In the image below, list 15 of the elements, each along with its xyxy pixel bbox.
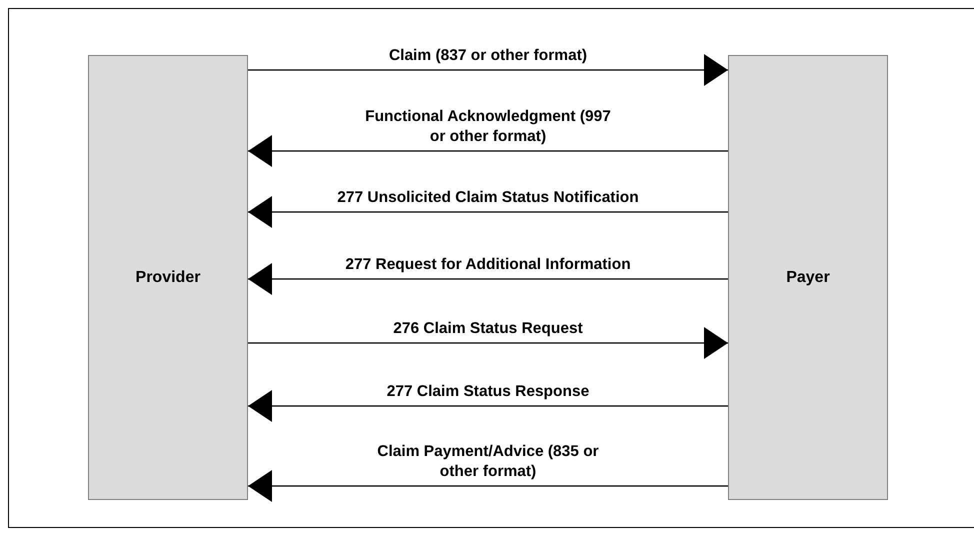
arrow (248, 470, 728, 502)
arrow (248, 327, 728, 359)
edge-label: Claim (837 or other format) (386, 46, 590, 66)
arrow (248, 196, 728, 228)
edge-label: 277 Request for Additional Information (343, 255, 633, 275)
edge-label: 277 Claim Status Response (384, 382, 592, 402)
edge-label: 276 Claim Status Request (391, 319, 585, 339)
entity-box (728, 55, 888, 500)
arrow (248, 390, 728, 422)
arrow (248, 54, 728, 86)
arrow (248, 263, 728, 295)
entity-name: Provider (136, 268, 200, 286)
entity-box (88, 55, 248, 500)
entity-name: Payer (786, 268, 830, 286)
arrow (248, 135, 728, 167)
